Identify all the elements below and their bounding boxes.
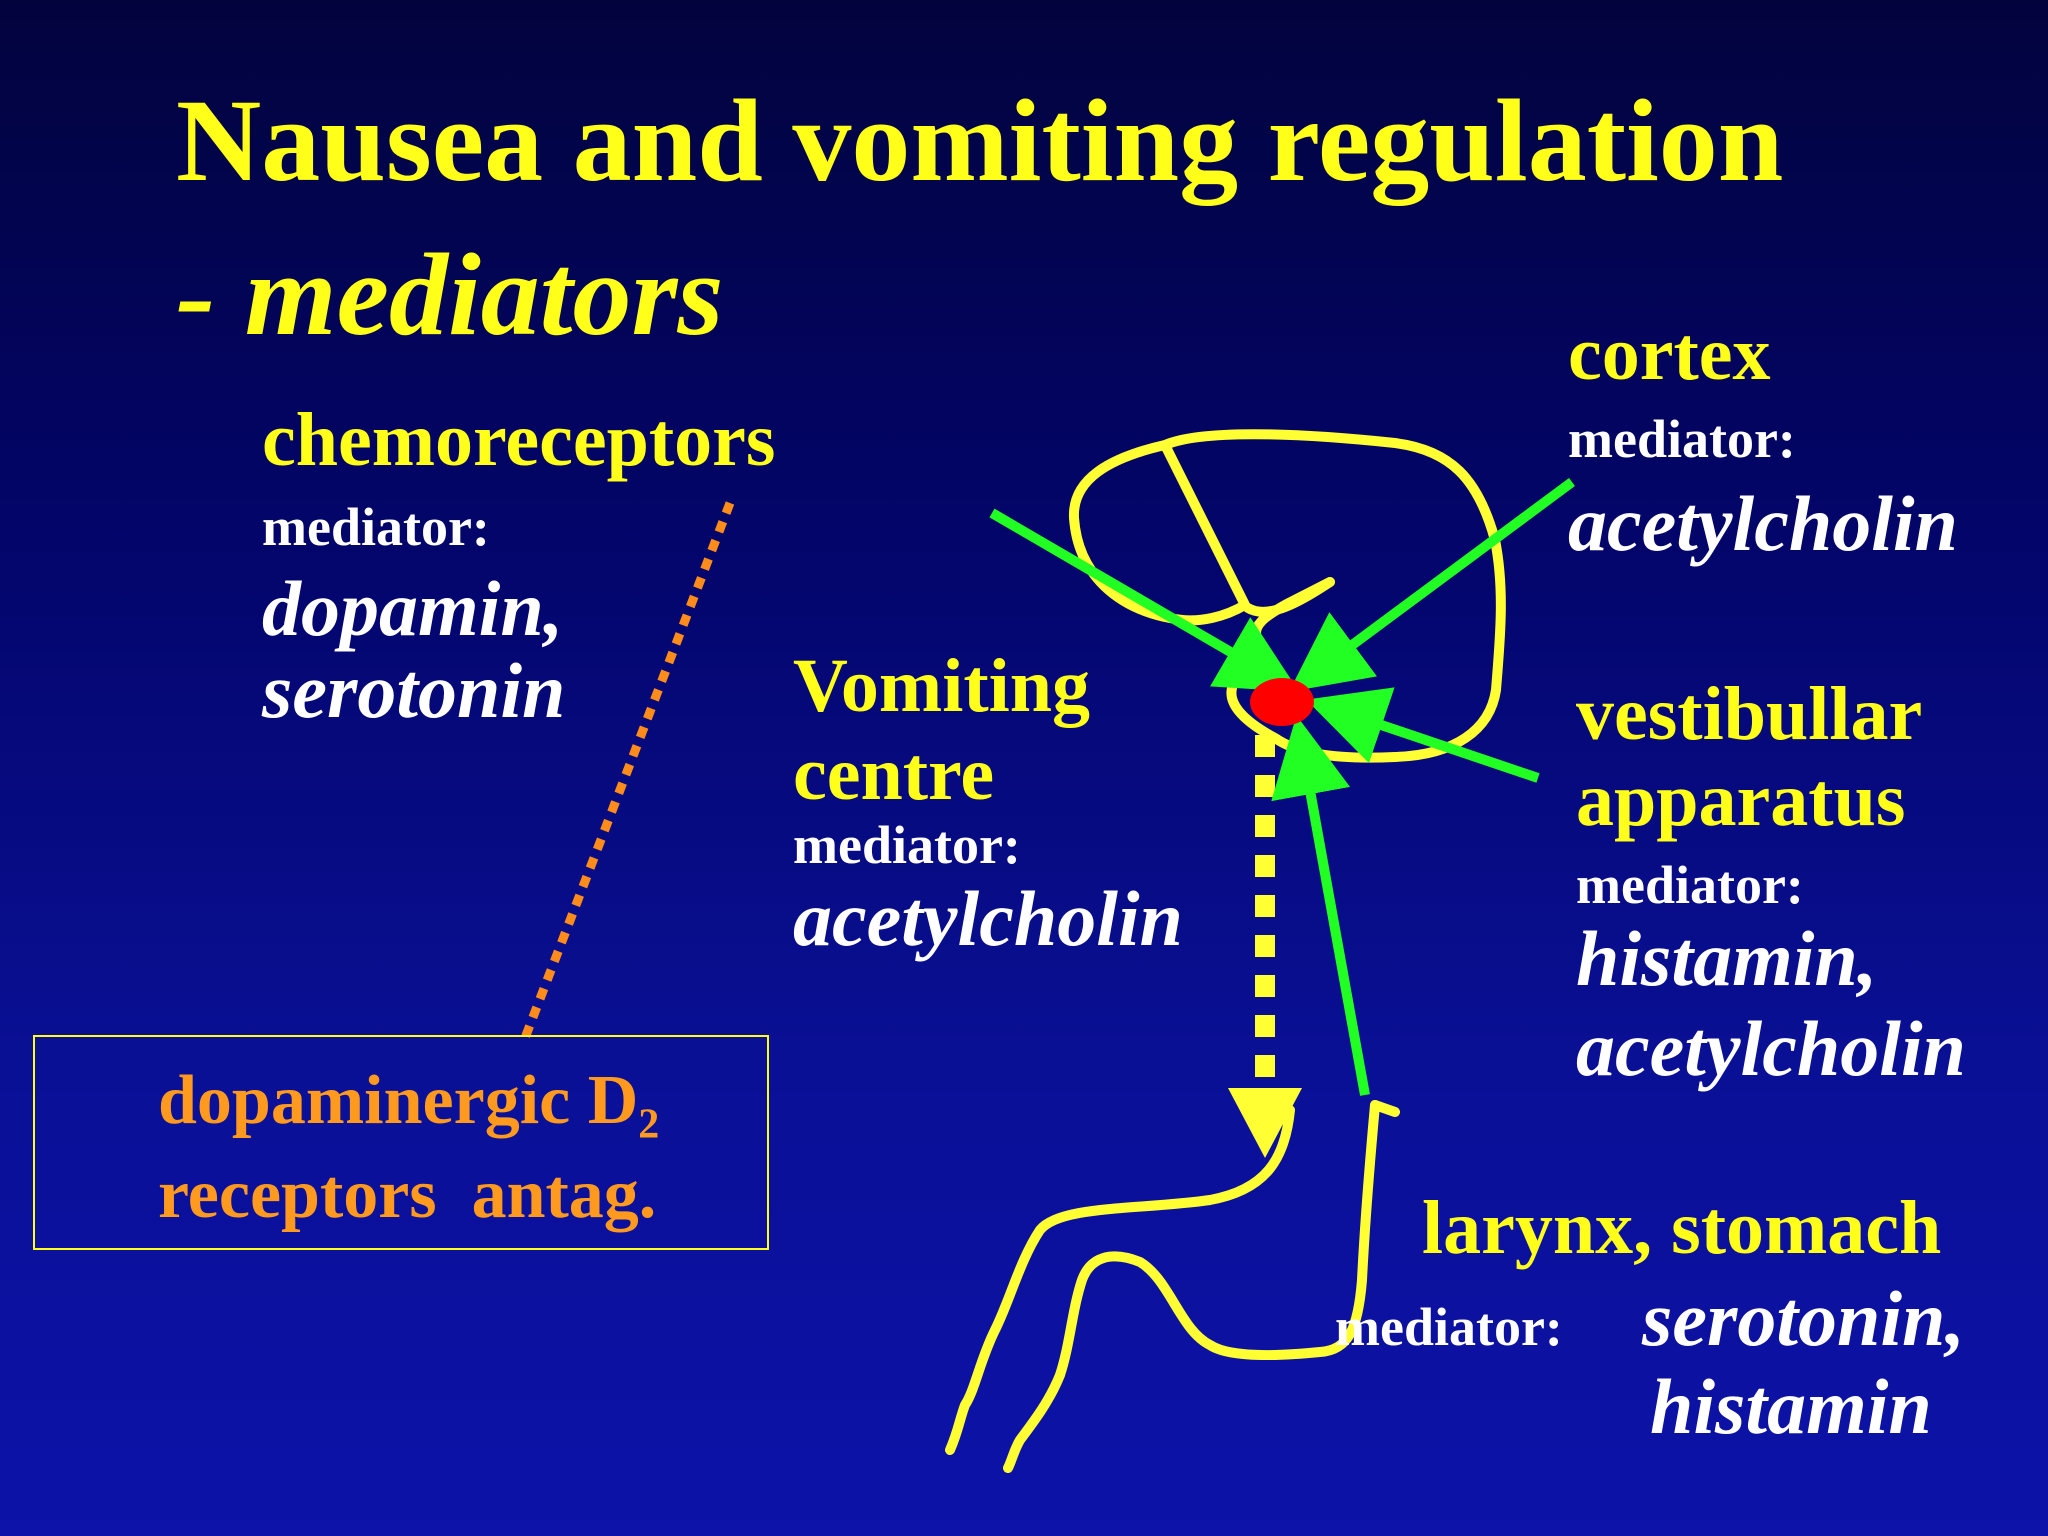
vestibular-heading-1: vestibullar [1576,672,1923,756]
cortex-mediator-value: acetylcholin [1568,480,1958,567]
larynx-stomach-input-arrow [1271,715,1370,1096]
stomach-outline [945,1105,1295,1455]
vomiting-centre-heading-1: Vomiting [793,644,1091,728]
antagonist-line-2: receptors antag. [158,1156,657,1233]
antagonist-dotted-link [520,501,735,1040]
vomiting-centre-mediator-value: acetylcholin [793,875,1183,962]
vestibular-heading-2: apparatus [1576,758,1906,842]
larynx-stomach-mediator-value-1: serotonin, [1642,1275,1965,1362]
vomiting-centre-dot [1250,678,1314,726]
vomiting-centre-heading-2: centre [793,732,995,816]
cortex-input-arrow [1288,477,1575,692]
cortex-mediator-label: mediator: [1568,409,1796,469]
chemoreceptors-heading: chemoreceptors [262,398,776,482]
stomach-inner-outline [1003,1100,1380,1473]
oesophagus-top-edge [1370,1100,1400,1117]
antagonist-line-1-text: dopaminergic D [158,1062,639,1139]
vestibular-input-arrow [1306,687,1540,783]
chemoreceptors-mediator-value-1: dopamin, [262,565,564,652]
vestibular-mediator-value-1: histamin, [1576,915,1878,1002]
slide-title-line2: - mediators [176,236,723,354]
chemoreceptors-mediator-value-2: serotonin [262,647,566,734]
chemoreceptors-mediator-label: mediator: [262,497,490,557]
efferent-arrowhead [1228,1088,1302,1158]
antagonist-box [33,1035,769,1250]
vomiting-centre-mediator-label: mediator: [793,815,1021,875]
antagonist-subscript: 2 [638,1101,660,1148]
slide-title-line1: Nausea and vomiting regulation [176,75,1784,206]
antagonist-line-1: dopaminergic D2 [158,1066,659,1146]
brain-inner-curve [1243,577,1335,617]
larynx-stomach-mediator-value-2: histamin [1650,1363,1932,1450]
slide-title-line2-text: - mediators [176,229,724,360]
vestibular-mediator-label: mediator: [1576,855,1804,915]
cortex-heading: cortex [1568,312,1771,396]
vestibular-mediator-value-2: acetylcholin [1576,1005,1966,1092]
larynx-stomach-mediator-label: mediator: [1335,1297,1563,1357]
larynx-stomach-heading: larynx, stomach [1422,1186,1942,1270]
chemoreceptor-input-arrow [989,508,1300,693]
